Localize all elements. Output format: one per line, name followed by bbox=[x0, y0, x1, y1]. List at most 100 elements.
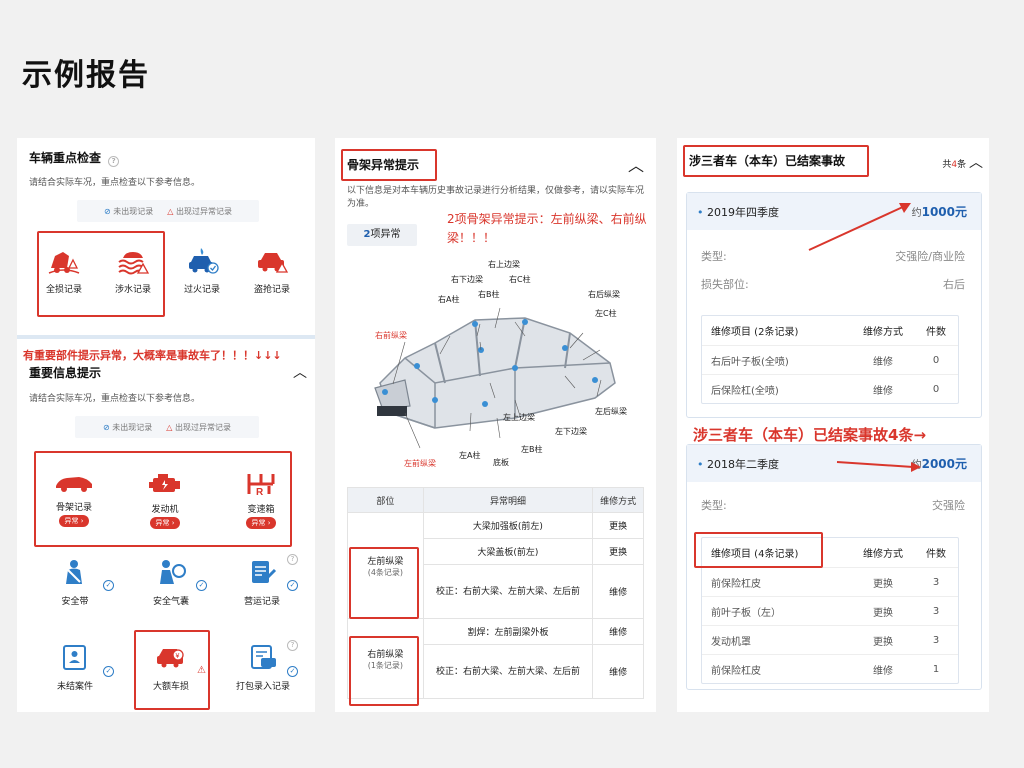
frame-anomaly-title: 骨架异常提示 bbox=[347, 158, 420, 172]
key-check-subtitle: 请结合实际车况，重点检查以下参考信息。 bbox=[29, 178, 201, 188]
highlight-box-left-rail bbox=[349, 547, 419, 619]
important-info-subtitle: 请结合实际车况，重点检查以下参考信息。 bbox=[29, 394, 201, 404]
chevron-up-icon[interactable]: ︿ bbox=[293, 365, 307, 381]
chevron-up-icon[interactable]: ︿ bbox=[627, 156, 644, 175]
engine-record[interactable]: 发动机 异常 › bbox=[140, 472, 190, 529]
airbag-icon bbox=[160, 560, 186, 584]
ok-check-icon: ✓ bbox=[103, 580, 114, 591]
highlight-box-title bbox=[683, 145, 869, 177]
table-row: 大梁盖板(前左) 更换 bbox=[348, 538, 644, 565]
key-check-title: 车辆重点检查 ? bbox=[29, 149, 120, 167]
repair-header: 维修项目 (2条记录)维修方式件数 bbox=[711, 327, 946, 338]
label-right-rear-rail: 右后纵梁 bbox=[588, 290, 620, 299]
ok-check-icon: ✓ bbox=[287, 666, 298, 677]
engine-icon bbox=[149, 474, 180, 492]
label-right-front-rail: 右前纵梁 bbox=[375, 331, 407, 340]
legend-bar: ⊘ 未出现记录 △ 出现过异常记录 bbox=[77, 200, 259, 222]
seatbelt-record: 安全带 bbox=[50, 558, 100, 607]
open-case-record: 未结案件 bbox=[50, 643, 100, 692]
gearbox-icon: R bbox=[247, 474, 275, 496]
table-header: 部位 异常明细 维修方式 bbox=[347, 487, 644, 513]
label-left-rear-rail: 左后纵梁 bbox=[595, 407, 627, 416]
label-right-b-pillar: 右B柱 bbox=[478, 290, 500, 299]
repair-header: 维修项目 (4条记录)维修方式件数 bbox=[711, 549, 946, 560]
abnormal-badge: 异常 › bbox=[246, 517, 276, 529]
operation-record: 营运记录 bbox=[237, 558, 287, 607]
theft-car-icon bbox=[258, 253, 289, 273]
label-floor: 底板 bbox=[493, 458, 509, 467]
table-row: 校正：右前大梁、左前大梁、左后前 维修 bbox=[348, 644, 644, 699]
fire-record: 过火记录 bbox=[177, 246, 227, 295]
svg-text:¥: ¥ bbox=[176, 653, 180, 660]
accident-count[interactable]: 共4条 ︿ bbox=[942, 155, 983, 171]
theft-record[interactable]: 盗抢记录 bbox=[247, 246, 297, 295]
label-left-lower-rail: 左下边梁 bbox=[555, 427, 587, 436]
frame-anomaly-panel: 骨架异常提示 ︿ 以下信息是对本车辆历史事故记录进行分析结果，仅做参考，请以实际… bbox=[335, 138, 656, 712]
warning-icon: ⚠ bbox=[197, 665, 206, 676]
part-cell: 右前纵梁 (1条记录) bbox=[347, 618, 424, 699]
seatbelt-icon bbox=[66, 560, 82, 584]
highlight-box-top bbox=[37, 231, 165, 317]
label-left-front-rail: 左前纵梁 bbox=[404, 459, 436, 468]
flood-icon bbox=[118, 252, 150, 275]
svg-text:R: R bbox=[256, 487, 264, 496]
check-icon: ⊘ bbox=[103, 422, 110, 432]
document-icon bbox=[252, 561, 277, 583]
help-icon[interactable]: ? bbox=[287, 554, 298, 565]
part-cell: 左前纵梁 (4条记录) bbox=[347, 512, 424, 619]
loss-row: 损失部位:右后 bbox=[701, 278, 965, 291]
bundle-icon bbox=[251, 645, 276, 669]
anomaly-count-badge: 2项异常 bbox=[347, 224, 417, 246]
third-party-accident-panel: 涉三者车（本车）已结案事故 共4条 ︿ • 2019年四季度 约1000元 类型… bbox=[677, 138, 989, 712]
bundle-entry-record: 打包录入记录 bbox=[225, 643, 301, 692]
fire-car-icon bbox=[189, 248, 219, 274]
vehicle-key-check-panel: 车辆重点检查 ? 请结合实际车况，重点检查以下参考信息。 ⊘ 未出现记录 △ 出… bbox=[17, 138, 315, 712]
total-loss-record[interactable]: 全损记录 bbox=[39, 246, 89, 295]
label-right-top-rail: 右上边梁 bbox=[488, 260, 520, 269]
page-title: 示例报告 bbox=[22, 58, 150, 93]
amount: 约1000元 bbox=[911, 205, 967, 219]
airbag-record: 安全气囊 bbox=[144, 558, 198, 607]
frame-record[interactable]: 骨架记录 异常 › bbox=[49, 472, 99, 527]
label-right-a-pillar: 右A柱 bbox=[438, 295, 460, 304]
arrow-annotation bbox=[808, 203, 911, 251]
highlight-box-repair bbox=[694, 532, 823, 568]
label-right-lower-rail: 右下边梁 bbox=[451, 275, 483, 284]
type-row: 类型:交强险/商业险 bbox=[701, 250, 965, 263]
warning-icon: △ bbox=[167, 206, 174, 216]
abnormal-badge: 异常 › bbox=[150, 517, 180, 529]
period: • 2018年二季度 bbox=[697, 457, 779, 471]
help-icon[interactable]: ? bbox=[287, 640, 298, 651]
transmission-record[interactable]: R 变速箱 异常 › bbox=[236, 472, 286, 529]
annotation-frame: 2项骨架异常提示：左前纵梁、右前纵梁！！！ bbox=[447, 212, 647, 245]
accident-card[interactable]: • 2019年四季度 约1000元 类型:交强险/商业险 损失部位:右后 维修项… bbox=[686, 192, 982, 418]
label-left-a-pillar: 左A柱 bbox=[459, 451, 481, 460]
type-row: 类型:交强险 bbox=[701, 499, 965, 512]
highlight-box-damage bbox=[134, 630, 210, 710]
abnormal-badge: 异常 › bbox=[59, 515, 89, 527]
frame-anomaly-desc: 以下信息是对本车辆历史事故记录进行分析结果，仅做参考，请以实际车况为准。 bbox=[347, 186, 645, 209]
important-info-title: 重要信息提示 bbox=[29, 366, 102, 380]
table-row: 左前纵梁 (4条记录) 大梁加强板(前左) 更换 bbox=[347, 512, 644, 619]
flood-record[interactable]: 涉水记录 bbox=[106, 246, 160, 295]
major-damage-record[interactable]: ¥ 大额车损 bbox=[141, 643, 201, 692]
frame-anomaly-table: 部位 异常明细 维修方式 左前纵梁 (4条记录) 大梁加强板(前左) 更换 大梁… bbox=[347, 487, 644, 699]
legend-bar-2: ⊘ 未出现记录 △ 出现过异常记录 bbox=[75, 416, 259, 438]
ok-check-icon: ✓ bbox=[287, 580, 298, 591]
warning-icon: △ bbox=[166, 422, 173, 432]
highlight-box-right-rail bbox=[349, 636, 419, 706]
car-frame-icon bbox=[56, 477, 92, 492]
arrow-annotation-2 bbox=[836, 461, 921, 472]
damage-car-icon: ¥ bbox=[157, 649, 184, 668]
label-left-top-rail: 左上边梁 bbox=[503, 413, 535, 422]
label-right-c-pillar: 右C柱 bbox=[509, 275, 531, 284]
annotation-accidents: 涉三者车（本车）已结案事故4条→ bbox=[693, 426, 927, 444]
car-frame-diagram bbox=[374, 307, 616, 449]
accident-title: 涉三者车（本车）已结案事故 bbox=[689, 154, 846, 168]
help-icon[interactable]: ? bbox=[108, 156, 120, 167]
